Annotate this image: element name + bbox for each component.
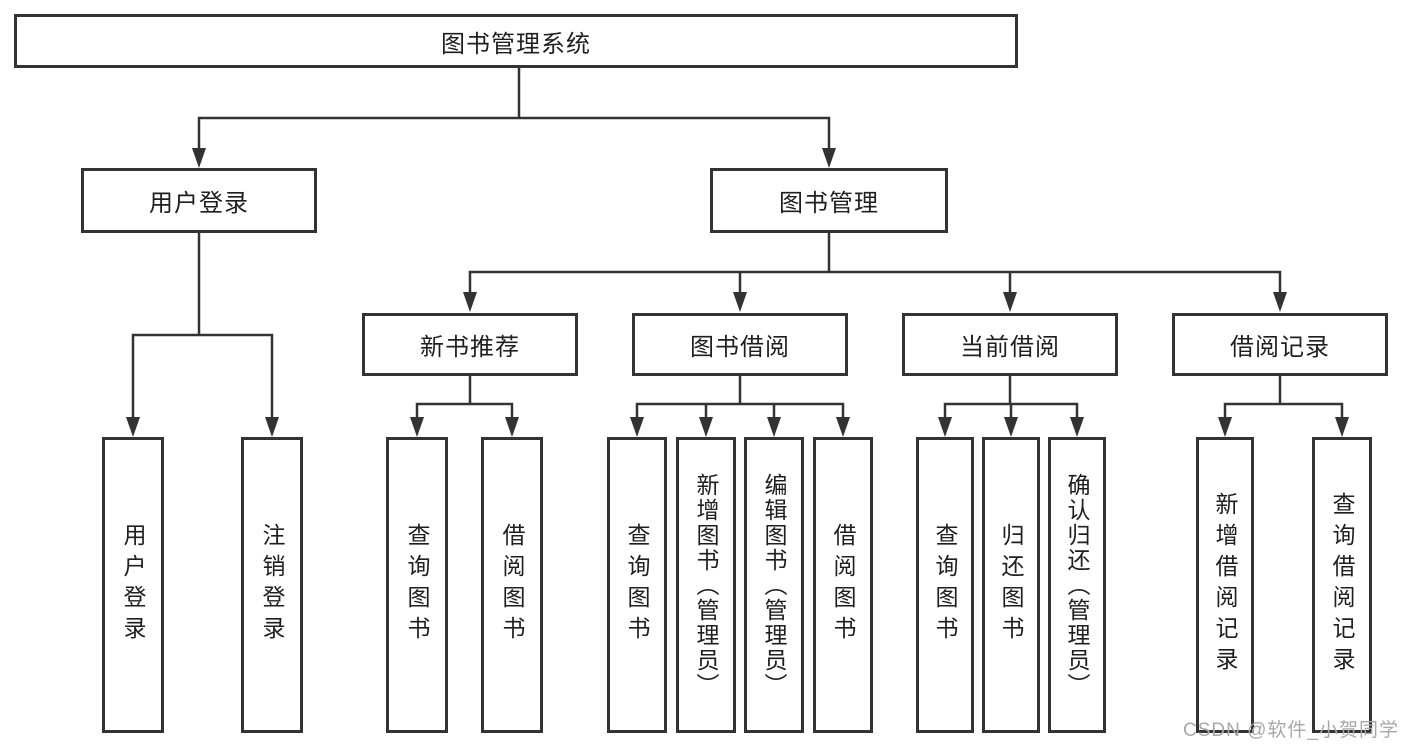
leaf-user-login-label: 用户登录 bbox=[120, 523, 146, 647]
leaf-add-book-admin-label: 新增图书（管理员） bbox=[693, 472, 719, 698]
leaf-borrow-books-borrowing-label: 借阅图书 bbox=[830, 523, 856, 647]
leaf-query-books-current: 查询图书 bbox=[916, 437, 974, 733]
leaf-borrow-books-recommend: 借阅图书 bbox=[481, 437, 543, 733]
leaf-edit-book-admin: 编辑图书（管理员） bbox=[744, 437, 804, 733]
leaf-add-borrow-record-label: 新增借阅记录 bbox=[1212, 492, 1238, 678]
node-root: 图书管理系统 bbox=[14, 14, 1018, 68]
node-current-borrowing-label: 当前借阅 bbox=[960, 334, 1060, 361]
leaf-query-books-borrowing-label: 查询图书 bbox=[624, 523, 650, 647]
node-book-borrowing-label: 图书借阅 bbox=[690, 334, 790, 361]
node-book-borrowing: 图书借阅 bbox=[632, 313, 848, 376]
watermark-text: CSDN @软件_小贺同学 bbox=[1183, 720, 1399, 741]
leaf-logout-label: 注销登录 bbox=[259, 523, 285, 647]
leaf-logout: 注销登录 bbox=[241, 437, 303, 733]
node-user-login-label: 用户登录 bbox=[149, 190, 249, 217]
leaf-add-book-admin: 新增图书（管理员） bbox=[676, 437, 736, 733]
leaf-confirm-return-admin-label: 确认归还（管理员） bbox=[1064, 472, 1090, 698]
leaf-borrow-books-borrowing: 借阅图书 bbox=[813, 437, 873, 733]
leaf-edit-book-admin-label: 编辑图书（管理员） bbox=[761, 472, 787, 698]
leaf-query-books-current-label: 查询图书 bbox=[932, 523, 958, 647]
node-current-borrowing: 当前借阅 bbox=[902, 313, 1118, 376]
node-borrowing-records-label: 借阅记录 bbox=[1230, 334, 1330, 361]
leaf-query-books-recommend: 查询图书 bbox=[386, 437, 448, 733]
leaf-query-borrow-record-label: 查询借阅记录 bbox=[1329, 492, 1355, 678]
node-borrowing-records: 借阅记录 bbox=[1172, 313, 1388, 376]
node-new-book-recommend-label: 新书推荐 bbox=[420, 334, 520, 361]
node-root-label: 图书管理系统 bbox=[441, 30, 591, 58]
leaf-query-books-recommend-label: 查询图书 bbox=[404, 523, 430, 647]
node-user-login: 用户登录 bbox=[81, 168, 317, 233]
node-book-management: 图书管理 bbox=[710, 168, 948, 233]
leaf-borrow-books-recommend-label: 借阅图书 bbox=[499, 523, 525, 647]
leaf-query-books-borrowing: 查询图书 bbox=[607, 437, 667, 733]
node-new-book-recommend: 新书推荐 bbox=[362, 313, 578, 376]
leaf-confirm-return-admin: 确认归还（管理员） bbox=[1048, 437, 1106, 733]
leaf-query-borrow-record: 查询借阅记录 bbox=[1312, 437, 1372, 733]
leaf-return-book-label: 归还图书 bbox=[998, 523, 1024, 647]
leaf-add-borrow-record: 新增借阅记录 bbox=[1196, 437, 1254, 733]
leaf-return-book: 归还图书 bbox=[982, 437, 1040, 733]
node-book-management-label: 图书管理 bbox=[779, 190, 879, 217]
leaf-user-login: 用户登录 bbox=[102, 437, 164, 733]
